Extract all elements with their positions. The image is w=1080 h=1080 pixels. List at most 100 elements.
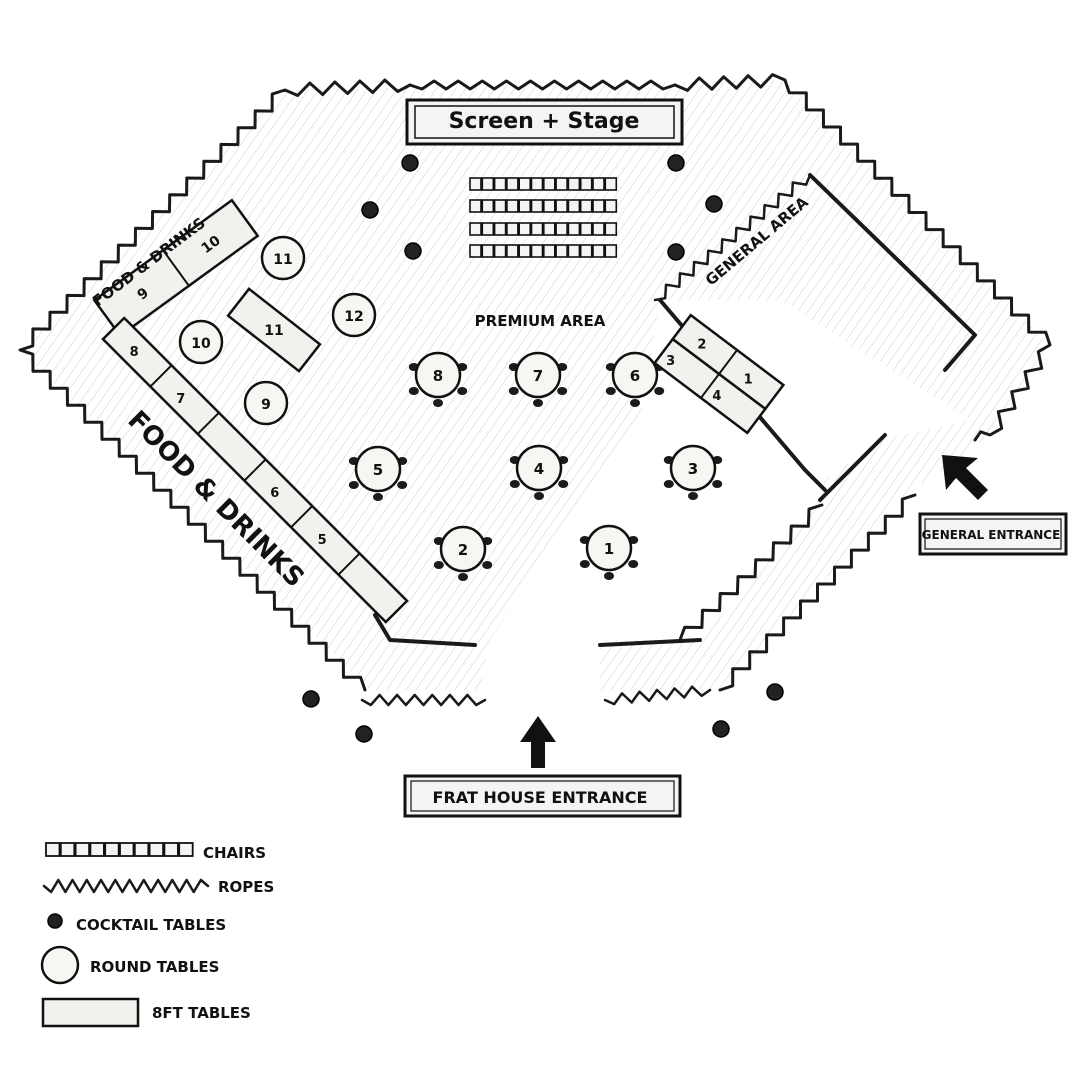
chair	[530, 222, 544, 236]
chair	[663, 480, 674, 488]
chair	[534, 492, 544, 500]
table-number: 11	[264, 323, 283, 339]
cocktail-table	[355, 725, 373, 743]
frat-entrance-arrow	[520, 716, 556, 768]
chair	[148, 842, 165, 857]
stage-label: Screen + Stage	[449, 109, 640, 134]
table-number: 10	[191, 336, 211, 352]
chair	[506, 199, 519, 213]
legend: CHAIRS ROPES COCKTAIL TABLES ROUND TABLE…	[40, 842, 274, 1028]
chair	[579, 177, 593, 191]
chair	[509, 480, 520, 488]
chair	[481, 199, 495, 213]
chair	[592, 222, 605, 236]
svg-text:3: 3	[688, 460, 698, 478]
round-table-1: 1	[579, 524, 639, 580]
premium-area-label: PREMIUM AREA	[475, 312, 606, 330]
chair	[397, 481, 408, 489]
legend-rope-symbol	[42, 878, 210, 894]
svg-text:1: 1	[604, 540, 614, 558]
cocktail-table	[404, 242, 422, 260]
chair	[555, 177, 568, 191]
legend-cocktail-symbol	[47, 913, 63, 929]
chair	[89, 842, 105, 857]
chair	[688, 492, 698, 500]
chair	[508, 387, 519, 395]
food-counter-top: 10 9	[92, 198, 260, 338]
chair	[493, 222, 507, 236]
chair	[104, 842, 120, 857]
frat-entrance-label: FRAT HOUSE ENTRANCE	[433, 788, 648, 807]
svg-text:2: 2	[458, 541, 468, 559]
chair	[482, 561, 493, 569]
chair	[542, 199, 556, 213]
chair	[542, 177, 556, 191]
table-number: 5	[318, 533, 327, 548]
table-number: 2	[697, 338, 706, 353]
chair	[45, 842, 61, 857]
cocktail-table	[766, 683, 784, 701]
chair	[518, 177, 532, 191]
chair	[530, 177, 544, 191]
wall-segment	[18, 78, 412, 692]
svg-text:6: 6	[630, 367, 640, 385]
cocktail-table	[667, 243, 685, 261]
table-number: 4	[712, 389, 721, 404]
chair	[530, 244, 544, 258]
table-number: 3	[666, 354, 675, 369]
chair	[518, 244, 532, 258]
table-number: 1	[744, 372, 753, 387]
chair	[542, 222, 556, 236]
round-table	[178, 319, 224, 365]
chair	[579, 560, 590, 568]
table-number: 8	[130, 345, 139, 360]
svg-text:4: 4	[534, 460, 544, 478]
chair	[579, 244, 593, 258]
chair	[630, 399, 640, 407]
general-entrance-label: GENERAL ENTRANCE	[922, 528, 1061, 542]
general-entrance-arrow	[942, 455, 988, 500]
chair	[433, 561, 444, 569]
chair	[506, 244, 519, 258]
round-table-4: 4	[509, 444, 569, 500]
chair	[592, 177, 605, 191]
chair	[506, 177, 519, 191]
chair	[348, 481, 359, 489]
chair	[458, 573, 468, 581]
rope	[360, 693, 487, 707]
chair	[654, 387, 665, 395]
cocktail-table	[705, 195, 723, 213]
round-table	[260, 235, 306, 281]
legend-label: CHAIRS	[203, 844, 266, 862]
round-table-5: 5	[348, 445, 408, 501]
ropes	[360, 173, 812, 707]
cocktail-tables	[302, 154, 784, 743]
round-table	[331, 292, 377, 338]
general-entrance: GENERAL ENTRANCE	[918, 512, 1068, 556]
table-number: 7	[176, 392, 185, 407]
chair	[133, 842, 150, 857]
chair	[178, 842, 194, 857]
chair	[604, 222, 618, 236]
legend-label: 8FT TABLES	[152, 1004, 251, 1022]
chair	[373, 493, 383, 501]
chair	[119, 842, 135, 857]
chair	[530, 199, 544, 213]
side-eightft-table: 11	[226, 287, 322, 373]
chair	[506, 222, 519, 236]
chair	[604, 199, 618, 213]
table-number: 12	[344, 309, 363, 325]
chair	[712, 480, 723, 488]
chair	[628, 560, 639, 568]
wall-segment	[678, 503, 824, 642]
svg-text:7: 7	[533, 367, 543, 385]
chair	[493, 244, 507, 258]
chair	[493, 199, 507, 213]
chair	[481, 222, 495, 236]
chair	[604, 244, 618, 258]
chair	[555, 199, 568, 213]
food-counter-main: 8 7 6 5	[101, 316, 409, 624]
chair	[555, 244, 568, 258]
rope	[653, 173, 812, 302]
chair	[469, 222, 482, 236]
